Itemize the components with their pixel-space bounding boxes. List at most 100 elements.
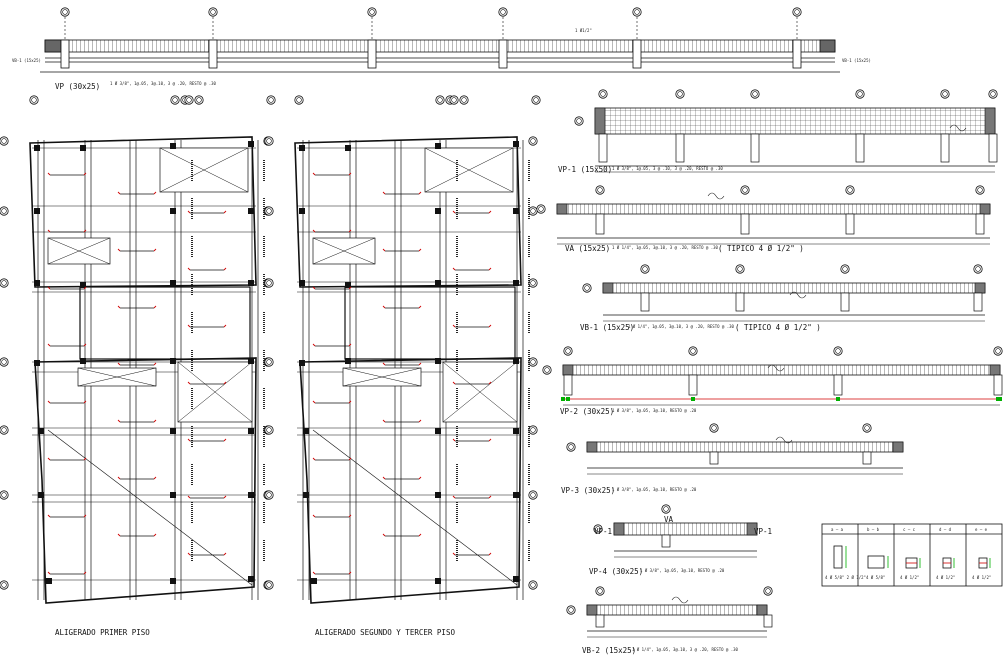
grid-bubble-inner	[266, 492, 272, 498]
plan-column	[345, 358, 351, 364]
rebar-hook	[452, 495, 456, 499]
plan-row-bubble	[0, 136, 9, 146]
grid-bubble-inner	[530, 280, 536, 286]
beam-axis-bubble	[709, 423, 719, 433]
rebar-hook	[83, 229, 87, 233]
grid-bubble-circle	[595, 586, 605, 596]
beam-axis-bubble	[750, 89, 760, 99]
beam-column-stub	[862, 451, 872, 465]
slab-outline-middle	[79, 286, 251, 360]
grid-bubble-inner	[538, 206, 544, 212]
grid-bubble-inner	[1, 359, 7, 365]
grid-bubble-inner	[737, 266, 743, 272]
grid-bubble-inner	[31, 97, 37, 103]
plan-column	[513, 208, 519, 214]
grid-bubble-inner	[266, 582, 272, 588]
section-note-d: 4 Ø 1/2"	[936, 575, 955, 580]
rebar-hook	[348, 457, 352, 461]
beam-end-bubble	[536, 204, 546, 214]
beam-axis-bubble	[855, 89, 865, 99]
beam-vp4-tag-right: VP-1	[754, 527, 772, 536]
grid-bubble-inner	[642, 266, 648, 272]
plan-row-bubble	[528, 580, 538, 590]
grid-bubble-inner	[794, 9, 800, 15]
top-beam-column	[632, 39, 642, 69]
beam-axis-bubble	[840, 264, 850, 274]
plan-row-bubble	[264, 580, 274, 590]
rebar-hook	[452, 381, 456, 385]
beam-body	[556, 203, 991, 215]
rebar-hook	[452, 438, 456, 442]
rebar-hook	[47, 457, 51, 461]
rebar-hook	[348, 172, 352, 176]
grid-bubble-circle	[0, 490, 9, 500]
section-note-c: 4 Ø 1/2"	[900, 575, 919, 580]
beam-end-bubble	[542, 365, 552, 375]
leader-wave	[707, 192, 725, 200]
rebar-hook	[83, 343, 87, 347]
top-beam-column	[60, 39, 70, 69]
rebar-hook	[488, 438, 492, 442]
rebar-hook	[452, 552, 456, 556]
plan-axis-bubble	[184, 95, 194, 105]
beam-body	[602, 282, 986, 294]
grid-bubble-inner	[437, 97, 443, 103]
plan-row-bubble	[264, 136, 274, 146]
grid-bubble-inner	[1, 582, 7, 588]
plan-column	[435, 143, 441, 149]
grid-bubble-inner	[266, 208, 272, 214]
grid-bubble-inner	[1, 492, 7, 498]
slab-outline-upper	[294, 136, 522, 288]
plan-column	[513, 141, 519, 147]
grid-bubble-inner	[990, 91, 996, 97]
plan-column	[170, 143, 176, 149]
beam-column-stub	[740, 213, 750, 235]
grid-bubble-inner	[530, 492, 536, 498]
rebar-hook	[382, 248, 386, 252]
rebar-hook	[117, 419, 121, 423]
plan-axis-bubble	[294, 95, 304, 105]
plan-column	[345, 145, 351, 151]
rebar-hook	[47, 514, 51, 518]
grid-bubble-inner	[1, 138, 7, 144]
grid-bubble-inner	[568, 444, 574, 450]
opening-diagonal	[159, 147, 249, 193]
grid-bubble-circle	[640, 264, 650, 274]
beam-axis-bubble	[940, 89, 950, 99]
grid-bubble-inner	[62, 9, 68, 15]
beam-column-stub	[763, 614, 773, 628]
grid-bubble-circle	[661, 504, 671, 514]
beam-axis-bubble	[563, 346, 573, 356]
grid-bubble-circle	[208, 7, 218, 17]
plan-column	[248, 428, 254, 434]
grid-bubble-circle	[763, 586, 773, 596]
rebar-hook	[418, 362, 422, 366]
top-beam-body	[44, 39, 836, 53]
grid-bubble-inner	[835, 348, 841, 354]
beam-column-stub	[750, 133, 760, 163]
beam-va	[536, 185, 991, 245]
beam-dim-tick	[691, 397, 695, 401]
plan-axis-bubble	[170, 95, 180, 105]
beam-column-stub	[709, 451, 719, 465]
top-beam-column	[367, 39, 377, 69]
rebar-hook	[488, 552, 492, 556]
grid-bubble-inner	[847, 187, 853, 193]
plan-row-bubble	[528, 357, 538, 367]
beam-vp3-title: VP-3 (30x25)	[561, 486, 615, 495]
beam-column-stub	[973, 292, 983, 312]
plan-row-bubble	[528, 278, 538, 288]
plan-column	[299, 145, 305, 151]
plan-axis-bubble	[531, 95, 541, 105]
beam-support-right	[984, 107, 996, 135]
rebar-hook	[223, 552, 227, 556]
grid-bubble-circle	[988, 89, 998, 99]
rebar-hook	[223, 381, 227, 385]
rebar-hook	[418, 419, 422, 423]
beam-vp1	[574, 89, 998, 173]
section-b-shape	[867, 555, 885, 569]
section-header-d: d — d	[939, 527, 952, 532]
beam-dim-tick	[566, 397, 570, 401]
beam-axis-bubble	[993, 346, 1003, 356]
rebar-hook	[47, 400, 51, 404]
